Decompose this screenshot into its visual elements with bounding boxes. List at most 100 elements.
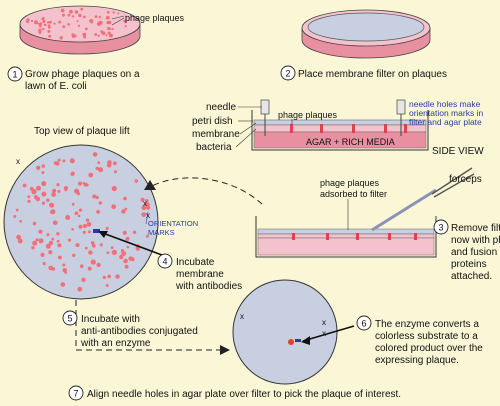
plaque-dot — [38, 28, 42, 31]
plaque-dot — [95, 166, 99, 170]
agar-layer — [253, 131, 427, 149]
step-3: 3 Remove filter, now with phage and fusi… — [433, 219, 500, 282]
plaque-dot — [42, 27, 45, 31]
plaque-dot — [95, 195, 99, 200]
plaque-dot — [94, 15, 98, 18]
plaque-dot — [56, 183, 60, 187]
plaque-dot — [48, 25, 51, 29]
plaque-dot — [123, 258, 128, 264]
step-5: 5 Incubate with anti-antibodies conjugat… — [62, 310, 198, 349]
orientation-mark-x: x — [146, 211, 150, 220]
step-4-text-line1: Incubate — [176, 257, 215, 268]
plaque-dot — [32, 221, 37, 226]
step-2: 2 Place membrane filter on plaques — [280, 65, 447, 81]
developed-filter: x x x — [232, 279, 338, 385]
forceps-icon — [431, 167, 475, 198]
step-6-text-line2: colorless substrate to a — [375, 331, 478, 342]
step-5-text-line3: with an enzyme — [80, 338, 151, 349]
plaque-dot — [141, 205, 147, 211]
plaque-dot — [121, 251, 127, 256]
step-4-text-line2: membrane — [176, 269, 224, 280]
plaque-dot — [46, 198, 50, 202]
plaque-dot — [64, 271, 68, 274]
petri-dish-outline — [251, 110, 429, 151]
positive-plaque-marker — [93, 229, 100, 233]
step-number: 5 — [67, 314, 72, 324]
plaque-dot — [106, 21, 110, 25]
colored-plaque — [288, 339, 294, 345]
plaque-dot — [74, 211, 79, 215]
step-3-text-line5: attached. — [451, 271, 492, 282]
plaque-dot — [98, 201, 103, 205]
plaque-dot — [78, 208, 83, 212]
plaque-dot — [97, 34, 100, 37]
plaque-dot — [94, 33, 98, 36]
plaque-dot — [85, 218, 90, 222]
plaque-dot — [82, 32, 87, 37]
plaque-dot — [90, 259, 96, 265]
plaque-dot — [145, 199, 149, 203]
plaque-dot — [98, 20, 103, 25]
plaque-dot — [106, 10, 110, 14]
plaque-dot — [51, 192, 57, 198]
plaque-dot — [30, 19, 34, 22]
plaque-dot — [67, 23, 70, 26]
plaque-dot — [32, 240, 38, 246]
plaque-dot — [102, 275, 106, 279]
top-view-filter: x x x — [3, 144, 159, 300]
plaque-dot — [36, 185, 41, 191]
plaque-dot — [96, 210, 100, 214]
plaque-dot — [38, 238, 44, 244]
agar-label: AGAR + RICH MEDIA — [306, 137, 395, 147]
plaque-dot — [41, 17, 45, 21]
plaque-dot — [121, 209, 126, 214]
plaque-dot — [67, 13, 71, 17]
side-view-cross-section: AGAR + RICH MEDIA — [251, 110, 429, 151]
plaque-dot — [77, 24, 80, 27]
orientation-mark-x: x — [322, 318, 326, 327]
orientation-mark-x: x — [143, 199, 147, 208]
plaque-dot — [42, 262, 46, 266]
plaque-dot — [87, 230, 91, 234]
plaque-dot — [71, 34, 76, 38]
plaque-dot — [92, 194, 97, 199]
plaque-dot — [46, 233, 50, 237]
plaque-dot — [124, 207, 128, 211]
step-number: 4 — [162, 257, 167, 267]
membrane-filter — [307, 12, 425, 42]
step-number: 3 — [438, 223, 443, 233]
transfer-arrow — [151, 177, 263, 205]
plaque-dot — [38, 24, 42, 28]
plaque-dot — [29, 186, 34, 191]
plaque-dot — [146, 205, 151, 210]
plaque-dot — [77, 214, 81, 218]
needle-holes-note-line1: needle holes make — [409, 99, 481, 109]
plaque-dot — [62, 159, 66, 163]
step-3-text-line3: and fusion — [451, 247, 497, 258]
plaque-dot — [48, 250, 53, 255]
plaque-dot — [80, 7, 84, 11]
plaque-dot — [71, 228, 74, 231]
step-number-circle — [157, 253, 173, 269]
plaque-dot — [84, 246, 88, 250]
orientation-mark-x: x — [16, 157, 20, 166]
step-7: 7 Align needle holes in agar plate over … — [68, 385, 401, 401]
incubation-path — [75, 300, 222, 351]
plaque-dot — [76, 20, 79, 23]
step-number-circle — [356, 315, 372, 331]
plaque-dot — [41, 201, 46, 205]
plaque-dot — [90, 241, 95, 245]
plaque-dot — [48, 240, 54, 246]
step-1: 1 Grow phage plaques on a lawn of E. col… — [7, 66, 140, 92]
plaque-dot — [63, 186, 68, 191]
plaque-dot — [38, 229, 43, 234]
phage-plaques-label: phage plaques — [125, 13, 185, 23]
dish-plaques — [25, 7, 127, 40]
plaque-dot — [111, 249, 117, 255]
adsorbed-label-line1: phage plaques — [320, 178, 380, 188]
forceps-label: forceps — [449, 174, 482, 185]
orientation-marks-label-line2: MARKS — [148, 228, 175, 237]
plaque-dot — [74, 10, 79, 14]
